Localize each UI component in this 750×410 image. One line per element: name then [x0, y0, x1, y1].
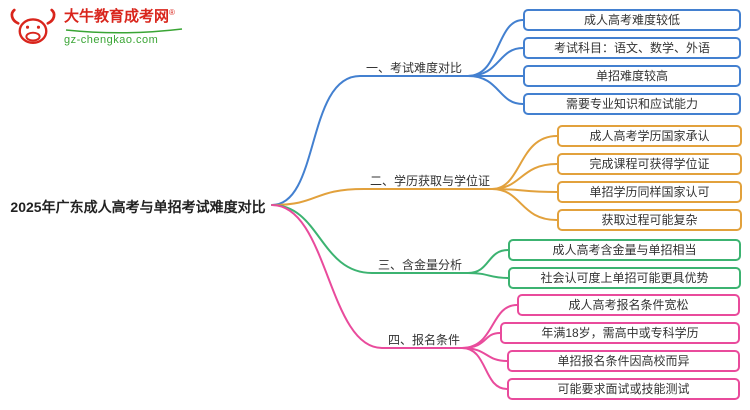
site-logo: 大牛教育成考网® gz-chengkao.com: [8, 6, 184, 50]
branch-topic-2: 二、学历获取与学位证: [370, 174, 491, 188]
leaf-node: 年满18岁，需高中或专科学历: [500, 322, 740, 344]
root-node: 2025年广东成人高考与单招考试难度对比: [10, 199, 266, 215]
leaf-node: 考试科目：语文、数学、外语: [523, 37, 741, 59]
leaf-node: 成人高考报名条件宽松: [517, 294, 740, 316]
logo-swoosh: [65, 28, 183, 34]
branch-topic-1: 一、考试难度对比: [366, 61, 463, 75]
leaf-node: 成人高考学历国家承认: [557, 125, 742, 147]
leaf-node: 获取过程可能复杂: [557, 209, 742, 231]
leaf-node: 单招学历同样国家认可: [557, 181, 742, 203]
logo-text: 大牛教育成考网® gz-chengkao.com: [64, 8, 184, 48]
leaf-node: 成人高考难度较低: [523, 9, 741, 31]
leaf-node: 单招难度较高: [523, 65, 741, 87]
leaf-node: 成人高考含金量与单招相当: [508, 239, 741, 261]
logo-domain: gz-chengkao.com: [64, 34, 159, 46]
leaf-node: 可能要求面试或技能测试: [507, 378, 740, 400]
registered-mark: ®: [169, 8, 175, 18]
leaf-node: 单招报名条件因高校而异: [507, 350, 740, 372]
leaf-node: 完成课程可获得学位证: [557, 153, 742, 175]
logo-brand-label: 大牛教育成考网: [64, 8, 170, 26]
bull-icon: [10, 8, 56, 45]
branch-topic-3: 三、含金量分析: [378, 258, 463, 272]
branch-topic-4: 四、报名条件: [388, 333, 461, 347]
leaf-node: 社会认可度上单招可能更具优势: [508, 267, 741, 289]
logo-brand: 大牛教育成考网®: [64, 8, 184, 27]
leaf-node: 需要专业知识和应试能力: [523, 93, 741, 115]
